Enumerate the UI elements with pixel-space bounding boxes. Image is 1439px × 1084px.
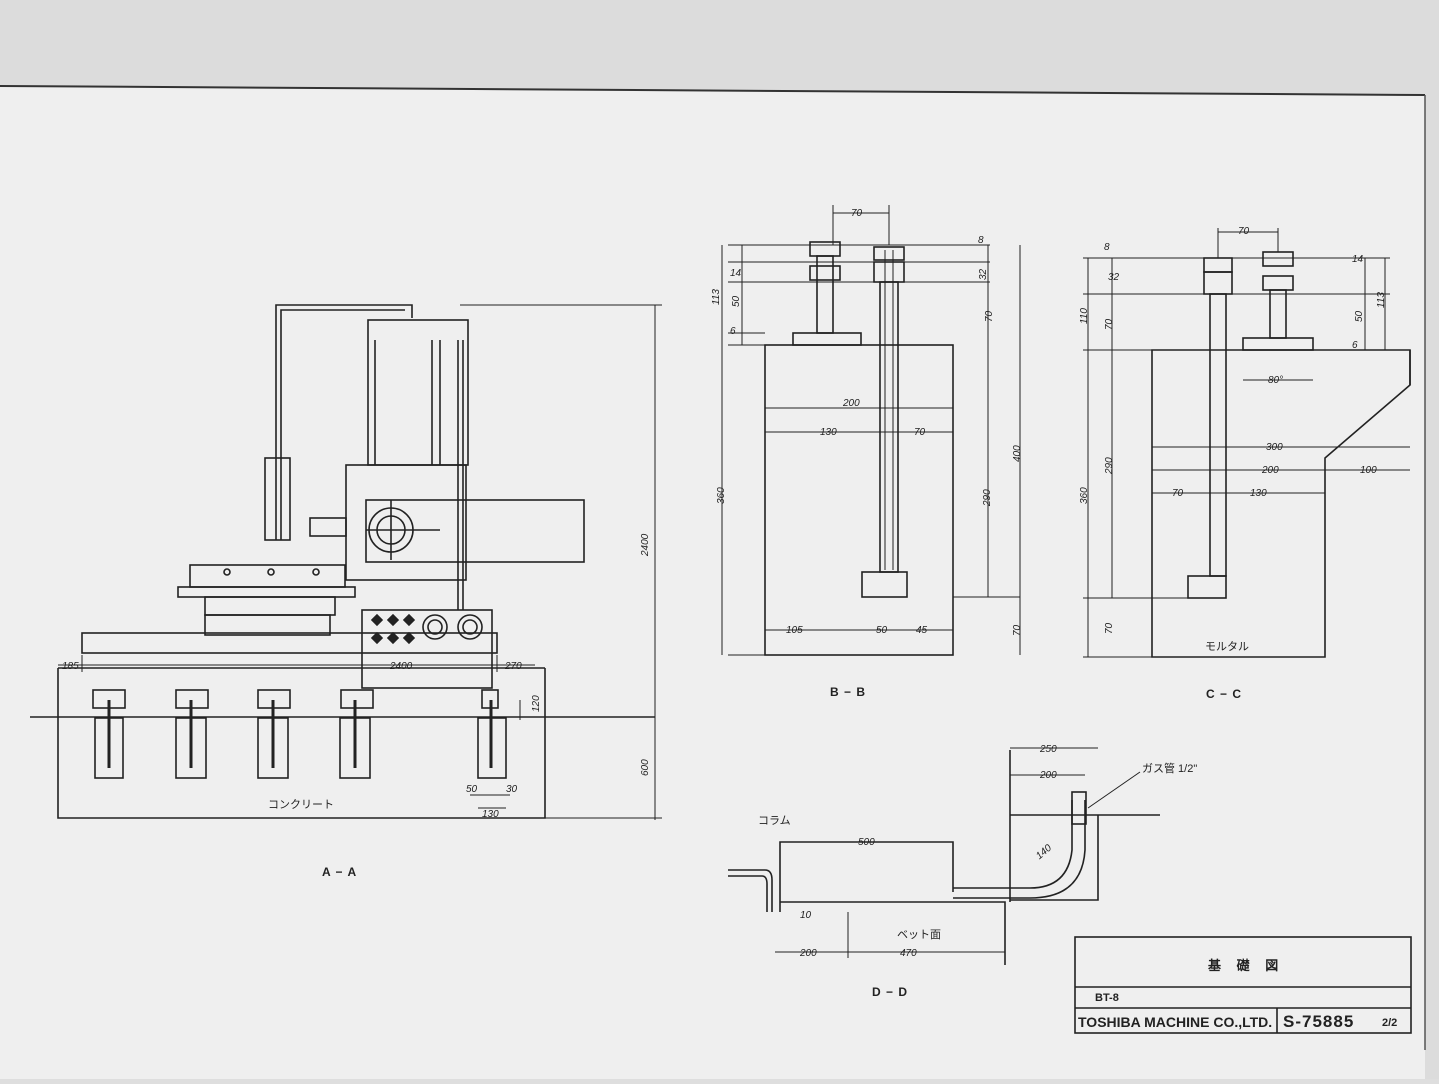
dd-dim-250: 250 bbox=[1039, 744, 1057, 755]
bb-dim-8: 8 bbox=[978, 235, 984, 246]
bb-dim-70-top: 70 bbox=[851, 208, 863, 219]
cc-dim-32: 32 bbox=[1108, 272, 1120, 283]
cc-dim-300: 300 bbox=[1266, 442, 1283, 453]
bb-dim-50: 50 bbox=[731, 295, 742, 307]
aa-concrete-label: コンクリート bbox=[268, 798, 334, 811]
bb-dim-400: 400 bbox=[1012, 445, 1023, 462]
bb-dim-200: 200 bbox=[842, 398, 860, 409]
dd-dim-200: 200 bbox=[799, 948, 817, 959]
company-name: TOSHIBA MACHINE CO.,LTD. bbox=[1078, 1014, 1272, 1030]
bb-dim-14: 14 bbox=[730, 268, 742, 279]
cc-dim-100: 100 bbox=[1360, 465, 1377, 476]
cc-dim-130: 130 bbox=[1250, 488, 1267, 499]
aa-dim-600-depth: 600 bbox=[640, 759, 651, 776]
aa-dim-270: 270 bbox=[504, 661, 522, 672]
cc-dim-113: 113 bbox=[1376, 292, 1387, 308]
cc-dim-70-mid: 70 bbox=[1172, 488, 1184, 499]
bb-dim-32: 32 bbox=[978, 268, 989, 280]
dd-section-label: D − D bbox=[872, 985, 908, 999]
cc-dim-110: 110 bbox=[1079, 308, 1090, 324]
dd-column-label: コラム bbox=[758, 814, 791, 827]
cc-dim-50: 50 bbox=[1354, 310, 1365, 322]
aa-dim-2400-length: 2400 bbox=[389, 661, 413, 672]
bb-dim-360: 360 bbox=[716, 487, 727, 504]
view-b-b bbox=[721, 205, 1021, 656]
cc-dim-8: 8 bbox=[1104, 242, 1110, 253]
aa-dim-pit-130: 130 bbox=[482, 809, 499, 820]
cc-dim-70-top: 70 bbox=[1238, 226, 1250, 237]
bb-dim-113: 113 bbox=[711, 289, 722, 305]
bb-dim-130: 130 bbox=[820, 427, 837, 438]
title-block bbox=[1074, 936, 1412, 1034]
dd-dim-10: 10 bbox=[800, 910, 812, 921]
bb-dim-70-bottom: 70 bbox=[1012, 624, 1023, 636]
aa-dim-pit-30: 30 bbox=[506, 784, 518, 795]
bb-dim-70: 70 bbox=[984, 310, 995, 322]
view-a-a bbox=[30, 304, 662, 820]
bb-section-label: B − B bbox=[830, 685, 866, 699]
cc-dim-80: 80° bbox=[1268, 375, 1283, 386]
paper bbox=[0, 86, 1425, 1079]
bb-dim-6: 6 bbox=[730, 326, 736, 337]
cc-mortar-label: モルタル bbox=[1205, 640, 1249, 653]
view-c-c bbox=[1083, 228, 1411, 658]
cc-dim-360: 360 bbox=[1079, 487, 1090, 504]
cc-dim-70: 70 bbox=[1104, 318, 1115, 330]
view-d-d bbox=[728, 747, 1160, 965]
dd-gas-pipe-label: ガス管 1/2" bbox=[1142, 761, 1197, 775]
aa-dim-pit-50: 50 bbox=[466, 784, 478, 795]
cc-dim-290: 290 bbox=[1104, 457, 1115, 475]
bb-dim-105: 105 bbox=[786, 625, 803, 636]
cc-dim-70-bottom: 70 bbox=[1104, 622, 1115, 634]
aa-dim-2400-height: 2400 bbox=[640, 533, 651, 557]
bb-dim-70-mid: 70 bbox=[914, 427, 926, 438]
sheet-number: 2/2 bbox=[1382, 1017, 1397, 1029]
aa-section-label: A − A bbox=[322, 865, 357, 879]
bb-dim-50-bottom: 50 bbox=[876, 625, 888, 636]
dd-bed-label: ベット面 bbox=[897, 929, 941, 941]
cc-dim-200: 200 bbox=[1261, 465, 1279, 476]
cc-dim-14: 14 bbox=[1352, 254, 1364, 265]
aa-dim-185: 185 bbox=[62, 661, 79, 672]
dd-dim-470: 470 bbox=[900, 948, 917, 959]
drawing-title: 基 礎 図 bbox=[1207, 958, 1284, 973]
border-top bbox=[0, 85, 1426, 96]
dd-dim-200-top: 200 bbox=[1039, 770, 1057, 781]
bb-dim-45: 45 bbox=[916, 625, 928, 636]
dd-dim-500: 500 bbox=[858, 837, 875, 848]
aa-dim-120: 120 bbox=[531, 695, 542, 712]
cc-dim-6: 6 bbox=[1352, 340, 1358, 351]
drawing-model: BT-8 bbox=[1095, 992, 1119, 1004]
drawing-number: S-75885 bbox=[1283, 1012, 1354, 1031]
bb-dim-290: 290 bbox=[982, 489, 993, 507]
cc-section-label: C − C bbox=[1206, 687, 1242, 701]
